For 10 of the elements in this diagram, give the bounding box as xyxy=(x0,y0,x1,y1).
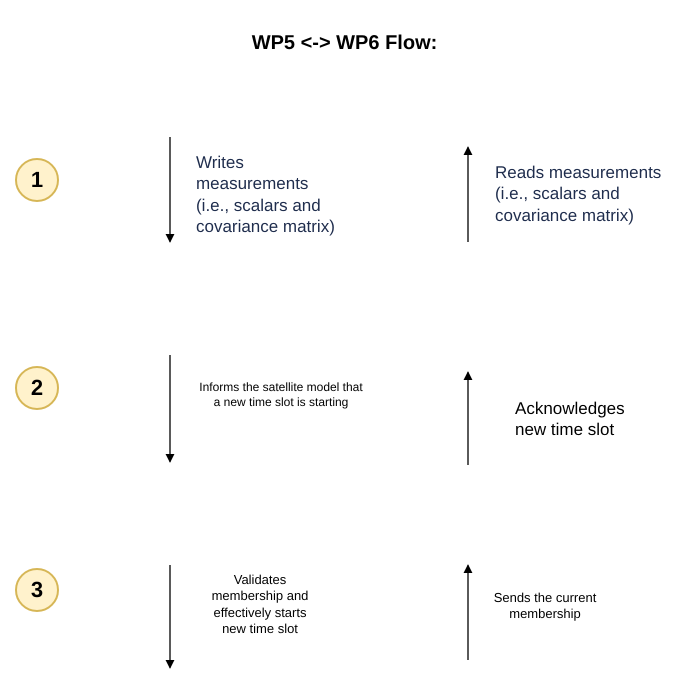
step-description: Writes measurements (i.e., scalars and covariance matrix) xyxy=(196,152,336,237)
step-description: Sends the current membership xyxy=(492,590,598,622)
step-number-circle: 3 xyxy=(15,568,59,612)
diagram-title: WP5 <-> WP6 Flow: xyxy=(250,32,438,55)
step-description: Reads measurements (i.e., scalars and covariance matrix) xyxy=(495,162,662,226)
step-description: Validates membership and effectively starts new time slot xyxy=(210,572,310,637)
step-number-circle: 1 xyxy=(15,158,59,202)
step-description: Informs the satellite model that a new time slot is starting xyxy=(198,380,364,410)
step-description: Acknowledges new time slot xyxy=(515,398,626,440)
step-number-circle: 2 xyxy=(15,366,59,410)
